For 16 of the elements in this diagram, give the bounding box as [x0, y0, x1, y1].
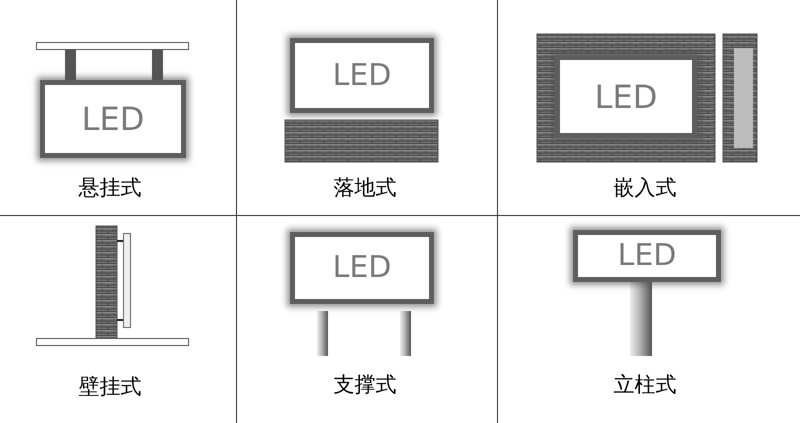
led-screen — [290, 232, 434, 304]
led-screen — [290, 38, 434, 113]
led-screen — [555, 55, 697, 138]
screen-text: LED — [618, 241, 676, 271]
screen-text: LED — [332, 60, 392, 90]
type-label: 落地式 — [334, 178, 396, 198]
type-label: 立柱式 — [614, 374, 676, 396]
led-screen — [40, 80, 186, 158]
type-label: 支撑式 — [334, 374, 396, 396]
type-label: 悬挂式 — [78, 178, 142, 198]
screen-text: LED — [82, 103, 144, 135]
screen-text: LED — [594, 80, 658, 112]
screen-text: LED — [332, 253, 392, 283]
type-label: 嵌入式 — [614, 178, 676, 198]
type-label: 壁挂式 — [78, 376, 142, 398]
led-screen — [573, 230, 721, 282]
